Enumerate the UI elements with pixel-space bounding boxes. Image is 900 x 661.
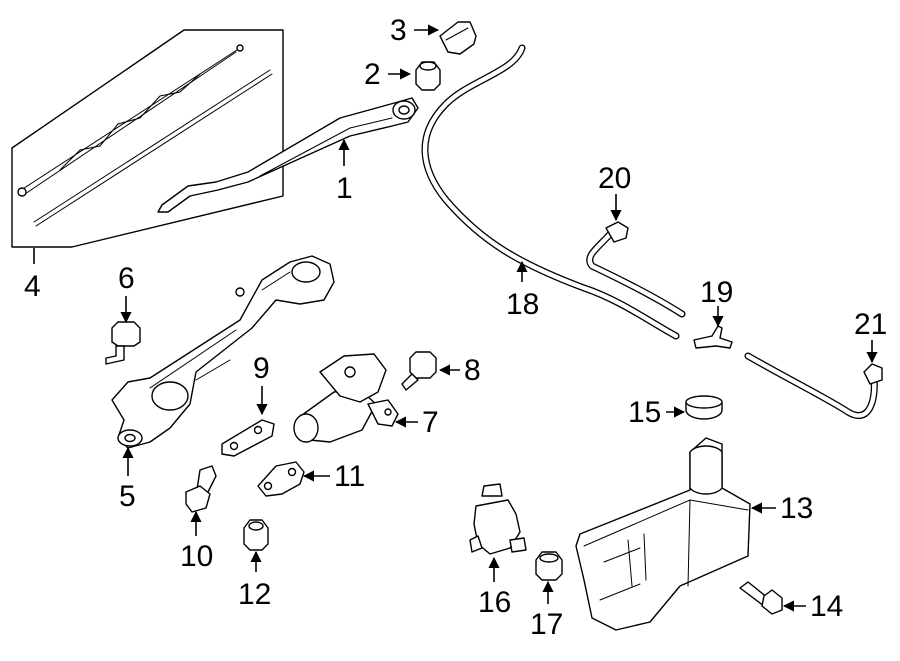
motor-bolt <box>401 351 437 391</box>
callout-6: 6 <box>118 262 135 295</box>
callout-2: 2 <box>364 58 381 91</box>
rear-washer-hose <box>744 352 883 419</box>
callout-7: 7 <box>422 406 439 439</box>
callout-16: 16 <box>478 586 511 619</box>
callout-13: 13 <box>780 492 813 525</box>
washer-nozzle-hose <box>586 221 686 318</box>
callout-18: 18 <box>506 288 539 321</box>
callout-1: 1 <box>336 172 353 205</box>
reservoir-cap <box>685 395 723 420</box>
washer-reservoir <box>575 437 751 631</box>
callout-10: 10 <box>180 540 213 573</box>
callout-9: 9 <box>253 352 270 385</box>
wiper-linkage <box>111 255 335 449</box>
linkage-bolt <box>105 321 141 365</box>
callout-8: 8 <box>464 354 481 387</box>
callout-3: 3 <box>390 14 407 47</box>
mounting-stud <box>185 465 217 513</box>
callout-11: 11 <box>334 460 365 493</box>
wiper-arm <box>157 97 419 213</box>
callout-17: 17 <box>530 608 563 641</box>
callout-5: 5 <box>119 480 136 513</box>
motor-bracket <box>257 461 305 497</box>
callout-labels: 1 2 3 4 5 6 7 8 9 10 11 12 13 14 15 16 1… <box>24 14 887 641</box>
callout-4: 4 <box>24 270 41 303</box>
hose-connector <box>693 325 733 349</box>
pump-grommet <box>535 551 563 581</box>
grommet <box>243 519 269 551</box>
washer-hose-long <box>421 44 680 340</box>
leader-lines <box>33 24 878 612</box>
arm-cap <box>439 21 477 55</box>
callout-19: 19 <box>700 276 733 309</box>
washer-pump <box>469 483 527 555</box>
reservoir-bolt <box>739 581 783 615</box>
callout-14: 14 <box>810 590 843 623</box>
callout-21: 21 <box>854 308 887 341</box>
arm-nut <box>415 61 441 91</box>
callout-15: 15 <box>628 396 661 429</box>
wiper-motor <box>293 353 399 443</box>
callout-20: 20 <box>598 162 631 195</box>
callout-12: 12 <box>238 578 271 611</box>
wiper-blade-assembly <box>11 29 284 248</box>
bracket-plate <box>221 419 275 457</box>
